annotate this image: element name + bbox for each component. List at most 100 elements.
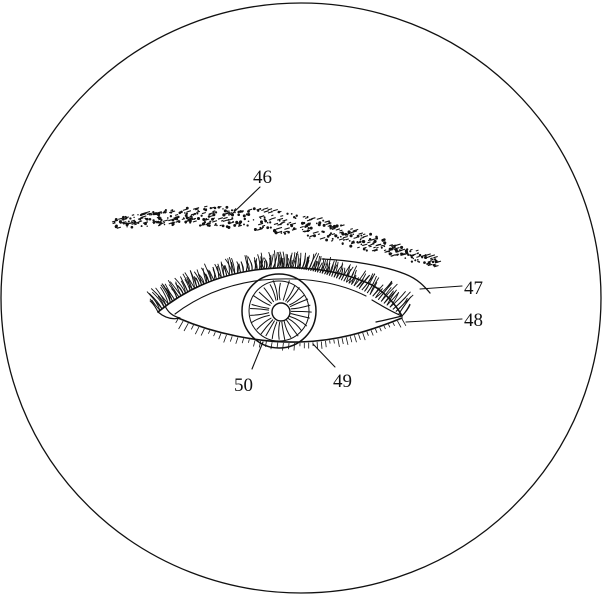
iris-fiber xyxy=(259,292,272,304)
lower-lash xyxy=(388,324,390,327)
eyebrow-stipple xyxy=(259,208,261,210)
eyebrow-stroke xyxy=(343,237,348,238)
eyebrow-stipple xyxy=(329,234,331,236)
eyebrow-stipple xyxy=(237,213,240,216)
eyebrow-stroke xyxy=(269,219,271,220)
eyebrow-stipple xyxy=(328,221,330,223)
eyebrow-stipple xyxy=(296,215,298,217)
leader-line-47 xyxy=(420,286,462,289)
eyebrow-stipple xyxy=(349,240,351,242)
eyebrow-stipple xyxy=(247,210,250,213)
eyebrow-stipple xyxy=(185,214,188,217)
eyebrow-stroke xyxy=(261,210,264,211)
eyebrow-stipple xyxy=(233,224,236,227)
eyebrow-stroke xyxy=(283,220,288,221)
eyebrow-stipple xyxy=(397,250,399,252)
eyebrow-stipple xyxy=(333,225,336,228)
eyebrow-stipple xyxy=(304,226,306,228)
eyebrow-stipple xyxy=(389,252,392,255)
eyebrow-stroke xyxy=(317,218,323,220)
eyebrow-stipple xyxy=(197,217,200,220)
lower-lash xyxy=(330,340,331,343)
lower-lash xyxy=(321,342,322,349)
eyebrow-stipple xyxy=(381,247,383,249)
iris-fiber xyxy=(250,313,269,316)
label-47: 47 xyxy=(464,278,483,299)
iris-fiber xyxy=(251,315,270,323)
lower-lash xyxy=(334,340,335,344)
eyebrow-stipple xyxy=(246,224,248,226)
eyebrow-stipple xyxy=(325,239,328,242)
eyebrow-stroke xyxy=(274,223,278,224)
eyebrow-stroke xyxy=(320,238,325,240)
lower-lash xyxy=(195,327,199,334)
lower-lash xyxy=(354,335,356,342)
eyebrow-stipple xyxy=(293,216,295,218)
lower-lash xyxy=(214,332,216,336)
eyebrow-stipple xyxy=(253,219,254,220)
lower-lash xyxy=(248,339,249,342)
eyebrow-stroke xyxy=(132,215,134,216)
lower-lash xyxy=(371,330,373,335)
eyebrow-stipple xyxy=(411,256,413,258)
eyebrow-stipple xyxy=(163,212,165,214)
eyebrow-stroke xyxy=(300,227,304,228)
eyebrow-stroke xyxy=(359,233,363,234)
eyebrow-stipple xyxy=(216,225,218,227)
eyebrow-stipple xyxy=(301,222,304,225)
iris-fiber xyxy=(250,309,269,311)
iris-fiber xyxy=(291,311,312,312)
eyebrow-stipple xyxy=(383,242,385,244)
eyebrow-stroke xyxy=(312,218,315,219)
lower-lash xyxy=(402,319,406,326)
eyebrow-stroke xyxy=(328,226,331,227)
lower-lash xyxy=(254,340,256,346)
eyebrow-stipple xyxy=(360,239,362,241)
eyebrow-stipple xyxy=(332,238,334,240)
eyebrow-stipple xyxy=(308,227,310,229)
eyebrow-stipple xyxy=(200,215,202,217)
eyebrow-stipple xyxy=(202,222,205,225)
eyebrow-stipple xyxy=(231,209,233,211)
eyebrow-stroke xyxy=(228,214,231,215)
eyebrow-stroke xyxy=(220,225,222,226)
eyebrow-stipple xyxy=(318,221,321,224)
lower-lash xyxy=(191,325,193,329)
eyebrow-stipple xyxy=(243,223,245,225)
eyebrow-stipple xyxy=(164,224,166,226)
eyebrow-stroke xyxy=(384,250,386,251)
leader-line-48 xyxy=(406,319,462,322)
iris-fiber xyxy=(279,283,280,300)
eyebrow-stipple xyxy=(411,260,413,262)
lower-lash xyxy=(359,334,361,340)
eyebrow-stipple xyxy=(177,216,179,218)
eyebrow-stipple xyxy=(137,222,139,224)
eyebrow-stipple xyxy=(227,226,230,229)
eyebrow-stipple xyxy=(267,222,269,224)
eyebrow-stroke xyxy=(128,223,132,224)
eyebrow-stipple xyxy=(141,215,142,216)
eyebrow-stipple xyxy=(322,220,324,222)
eyebrow-stipple xyxy=(310,227,313,230)
eyebrow-stipple xyxy=(407,254,409,256)
eyebrow-stipple xyxy=(172,223,175,226)
eyebrow-stroke xyxy=(305,218,308,219)
eyebrow-stipple xyxy=(307,235,309,237)
lower-lash xyxy=(277,343,278,348)
eyebrow-stroke xyxy=(223,220,228,222)
eyebrow-stipple xyxy=(281,232,283,234)
eyebrow-stipple xyxy=(133,217,134,218)
eyebrow-stipple xyxy=(189,221,191,223)
eyebrow-stroke xyxy=(368,245,371,246)
eyebrow-stipple xyxy=(194,213,196,215)
lower-lash xyxy=(397,321,401,328)
eyebrow-stroke xyxy=(248,209,252,210)
eyebrow-stroke xyxy=(331,241,333,242)
eyebrow-stroke xyxy=(354,237,358,238)
eyebrow-stipple xyxy=(302,229,303,230)
eyebrow-stipple xyxy=(344,233,347,236)
iris-fiber xyxy=(252,304,270,308)
eyebrow-stipple xyxy=(404,257,406,259)
eyebrow-stroke xyxy=(303,216,306,217)
iris-fiber xyxy=(264,288,274,302)
